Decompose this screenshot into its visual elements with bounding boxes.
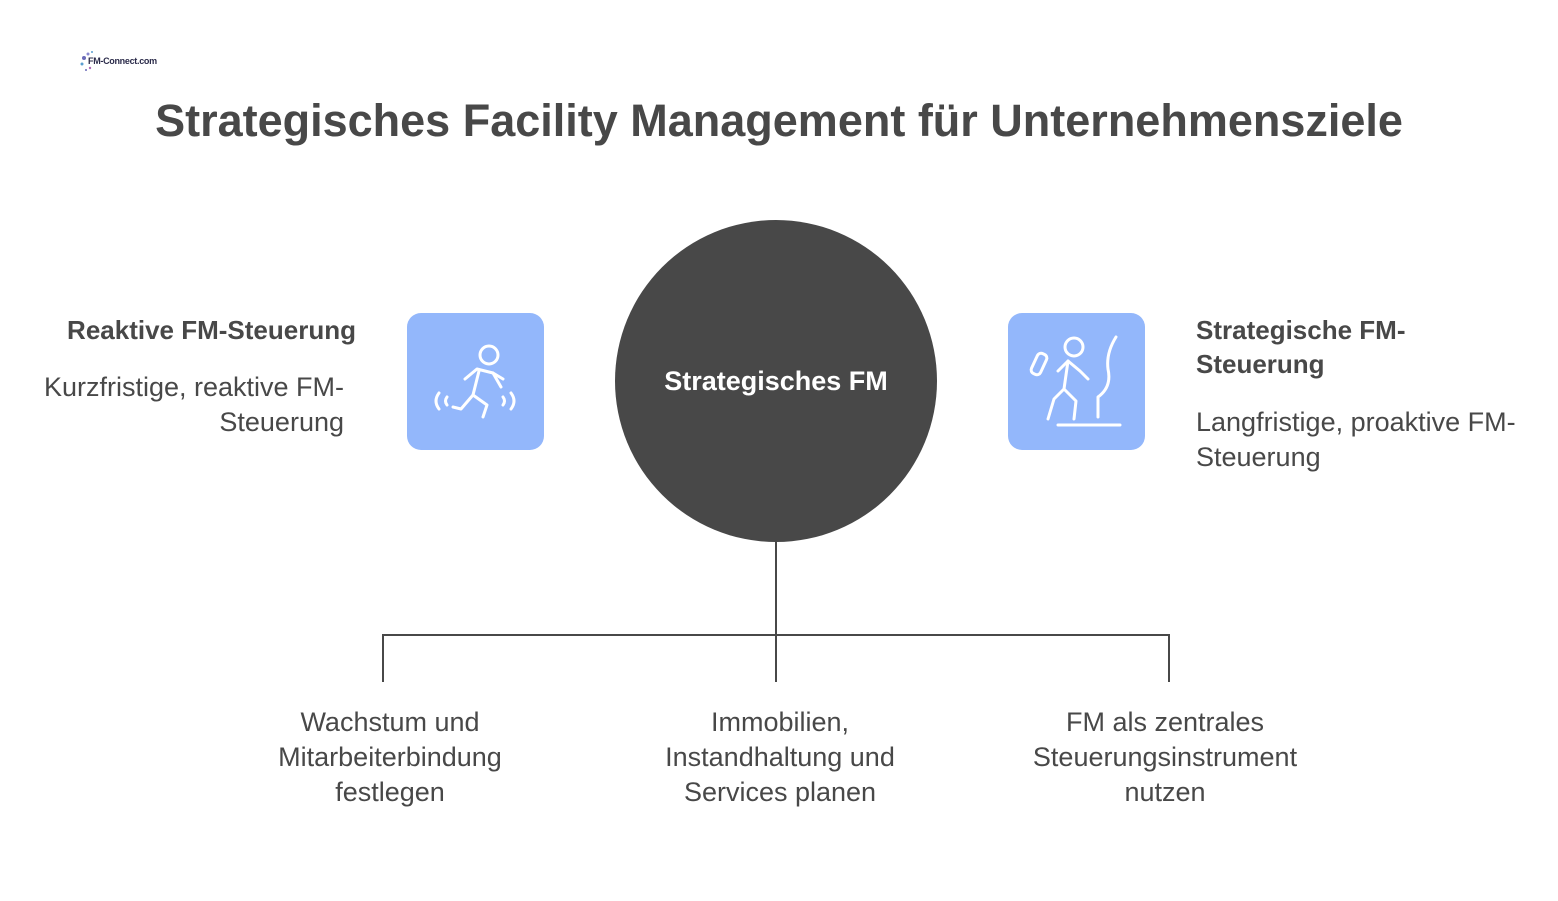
page-title: Strategisches Facility Management für Un… bbox=[155, 95, 1403, 146]
climbing-person-icon bbox=[1029, 335, 1122, 427]
reactive-icon-box bbox=[407, 313, 544, 450]
strategic-title: Strategische FM-Steuerung bbox=[1196, 315, 1406, 379]
strategic-description: Langfristige, proaktive FM-Steuerung bbox=[1196, 407, 1516, 472]
bottom-item-growth: Wachstum und Mitarbeiterbindung festlege… bbox=[278, 707, 502, 807]
center-label: Strategisches FM bbox=[664, 365, 888, 396]
strategic-icon-box bbox=[1008, 313, 1145, 450]
reactive-title: Reaktive FM-Steuerung bbox=[67, 315, 356, 345]
bottom-item-steering: FM als zentrales Steuerungsinstrument nu… bbox=[1032, 707, 1298, 807]
fm-connect-logo: FM-Connect.com bbox=[78, 48, 157, 76]
bottom-item-planning: Immobilien, Instandhaltung und Services … bbox=[665, 707, 895, 807]
running-person-icon bbox=[434, 344, 516, 419]
logo-text: FM-Connect.com bbox=[88, 56, 157, 66]
logo-mark-icon bbox=[80, 51, 93, 71]
reactive-description: Kurzfristige, reaktive FM-Steuerung bbox=[43, 372, 344, 437]
center-node: Strategisches FM bbox=[615, 220, 937, 542]
